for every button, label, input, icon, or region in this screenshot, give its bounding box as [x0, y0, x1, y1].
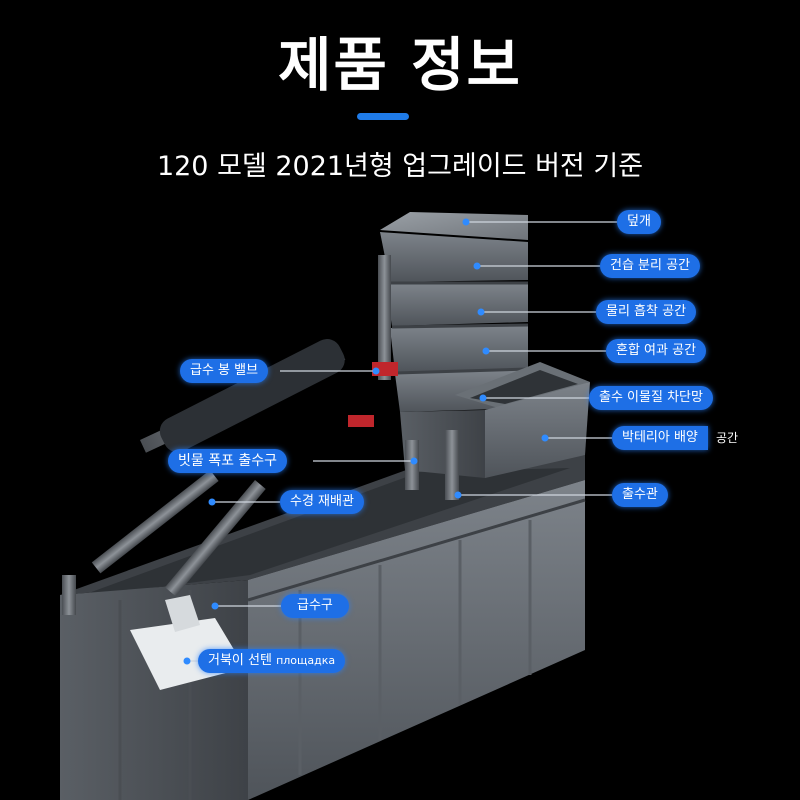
- label-inlet: 급수구: [281, 594, 349, 618]
- label-turtle-platform-text: 거북이 선텐: [208, 653, 272, 668]
- label-bacteria-culture: 박테리아 배양: [612, 426, 708, 450]
- label-reflux-pipe: 수경 재배관: [280, 490, 364, 514]
- base-tank: [60, 455, 586, 800]
- label-lid: 덮개: [617, 210, 661, 234]
- label-dry-wet-space: 건습 분리 공간: [600, 254, 701, 278]
- label-outlet-pipe: 출수관: [612, 483, 668, 507]
- label-physical-adsorption: 물리 흡착 공간: [596, 300, 697, 324]
- title-accent-bar: [357, 113, 409, 120]
- callout-dots: [183, 218, 549, 665]
- label-turtle-platform: 거북이 선텐 площадка: [198, 649, 346, 673]
- pipes: [62, 255, 459, 615]
- label-outlet-screen: 출수 이물질 차단망: [589, 386, 713, 410]
- label-mixed-filtration: 혼합 여과 공간: [606, 339, 707, 363]
- label-bacteria-culture-tail: 공간: [716, 431, 739, 445]
- label-rain-outlet: 빗물 폭포 출수구: [168, 449, 288, 473]
- page-subtitle: 120 모델 2021년형 업그레이드 버전 기준: [156, 151, 644, 182]
- label-water-valve: 급수 봉 밸브: [180, 359, 269, 383]
- label-turtle-platform-tail: площадка: [276, 654, 336, 667]
- callout-lines: [187, 221, 617, 662]
- page-title: 제품 정보: [278, 31, 522, 99]
